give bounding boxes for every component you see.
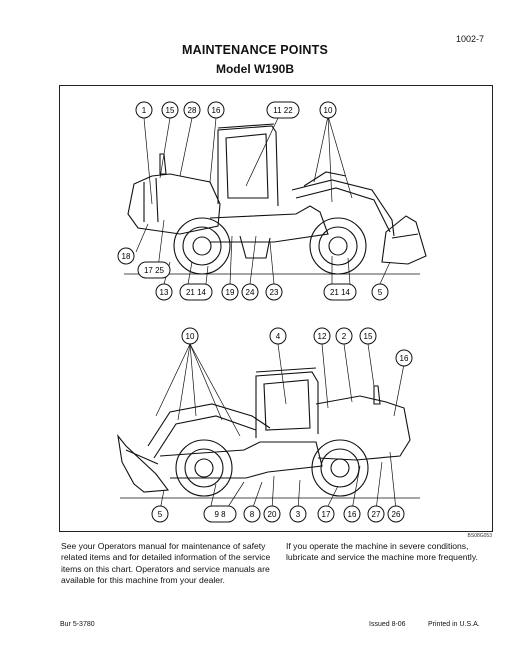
svg-text:5: 5 (378, 288, 383, 297)
callout-5-top: 5 (371, 283, 389, 301)
callout-15-bottom: 15 (359, 327, 377, 345)
callout-9-8: 9 8 (203, 505, 237, 523)
callout-18: 18 (117, 247, 135, 265)
loader-illustrations: 1 15 28 16 11 22 10 18 17 25 13 21 14 19… (117, 101, 427, 523)
callout-10-bottom: 10 (181, 327, 199, 345)
svg-text:11 22: 11 22 (273, 106, 293, 115)
svg-text:16: 16 (400, 354, 409, 363)
svg-text:20: 20 (268, 510, 277, 519)
bottom-callouts: 10 4 12 2 15 16 5 9 8 8 20 3 17 16 27 26 (151, 327, 413, 523)
callout-17-25: 17 25 (137, 261, 171, 279)
svg-text:13: 13 (160, 288, 169, 297)
page-title: MAINTENANCE POINTS (182, 43, 328, 57)
callout-24: 24 (241, 283, 259, 301)
svg-text:26: 26 (392, 510, 401, 519)
callout-26: 26 (387, 505, 405, 523)
callout-16-lower: 16 (343, 505, 361, 523)
svg-text:24: 24 (246, 288, 255, 297)
svg-text:18: 18 (122, 252, 131, 261)
callout-3: 3 (289, 505, 307, 523)
callout-21-14: 21 14 (179, 283, 213, 301)
callout-10: 10 (319, 101, 337, 119)
svg-text:19: 19 (226, 288, 235, 297)
callout-19: 19 (221, 283, 239, 301)
callout-17-bottom: 17 (317, 505, 335, 523)
svg-text:10: 10 (186, 332, 195, 341)
svg-text:17: 17 (322, 510, 331, 519)
bottom-loader-drawing (117, 367, 420, 499)
svg-text:21 14: 21 14 (186, 288, 207, 297)
svg-text:2: 2 (342, 332, 347, 341)
svg-text:17 25: 17 25 (144, 266, 165, 275)
svg-text:15: 15 (364, 332, 373, 341)
svg-text:16: 16 (212, 106, 221, 115)
callout-16-bottom: 16 (395, 349, 413, 367)
callout-13: 13 (155, 283, 173, 301)
svg-text:27: 27 (372, 510, 381, 519)
svg-text:3: 3 (296, 510, 301, 519)
svg-text:16: 16 (348, 510, 357, 519)
model-subtitle: Model W190B (215, 62, 294, 76)
printed-location: Printed in U.S.A. (428, 621, 480, 628)
svg-text:23: 23 (270, 288, 279, 297)
callout-1: 1 (135, 101, 153, 119)
svg-text:1: 1 (142, 106, 147, 115)
callout-12: 12 (313, 327, 331, 345)
callout-11-22: 11 22 (266, 101, 300, 119)
maintenance-diagram: 1 15 28 16 11 22 10 18 17 25 13 21 14 19… (59, 85, 493, 532)
svg-text:12: 12 (318, 332, 327, 341)
svg-text:28: 28 (188, 106, 197, 115)
callout-8: 8 (243, 505, 261, 523)
callout-20: 20 (263, 505, 281, 523)
operators-manual-note: See your Operators manual for maintenanc… (61, 541, 271, 586)
svg-text:10: 10 (324, 106, 333, 115)
bottom-leader-lines (155, 343, 405, 511)
callout-2: 2 (335, 327, 353, 345)
severe-conditions-note: If you operate the machine in severe con… (286, 541, 478, 563)
page-number: 1002-7 (455, 34, 484, 44)
top-loader-drawing (124, 123, 427, 275)
callout-5-bottom: 5 (151, 505, 169, 523)
svg-text:8: 8 (250, 510, 255, 519)
svg-text:21 14: 21 14 (330, 288, 351, 297)
issue-date: Issued 8-06 (369, 621, 406, 628)
svg-text:5: 5 (158, 510, 163, 519)
document-number: Bur 5-3780 (60, 621, 95, 628)
callout-4: 4 (269, 327, 287, 345)
callout-27: 27 (367, 505, 385, 523)
callout-28: 28 (183, 101, 201, 119)
callout-16: 16 (207, 101, 225, 119)
figure-code: BS08G053 (467, 533, 492, 539)
callout-21-14-front: 21 14 (323, 283, 357, 301)
svg-text:9 8: 9 8 (214, 510, 226, 519)
top-callouts: 1 15 28 16 11 22 10 18 17 25 13 21 14 19… (117, 101, 389, 301)
callout-15: 15 (161, 101, 179, 119)
callout-23: 23 (265, 283, 283, 301)
svg-text:4: 4 (276, 332, 281, 341)
svg-text:15: 15 (166, 106, 175, 115)
